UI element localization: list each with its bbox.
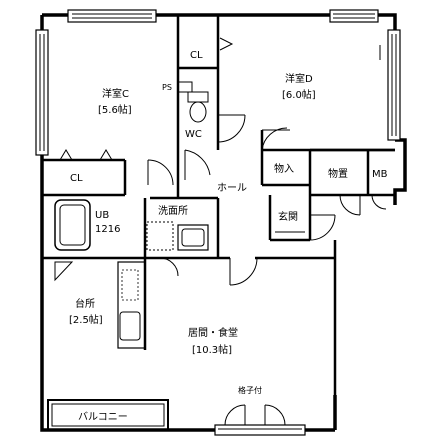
closet-markers [59, 37, 381, 161]
storage-1-label: 物入 [274, 162, 294, 175]
kitchen-size: [2.5帖] [69, 313, 103, 326]
living-size: [10.3帖] [192, 343, 232, 356]
left-window [35, 29, 49, 156]
ps-box [177, 81, 193, 93]
window-note: 格子付 [238, 385, 262, 395]
washroom-label: 洗面所 [158, 205, 188, 217]
door-swings [147, 114, 387, 426]
hall-label: ホール [217, 182, 247, 194]
closet-left-label: CL [70, 173, 83, 184]
washer-space [146, 221, 174, 251]
kitchen-counter [117, 261, 146, 349]
closet-top-label: CL [190, 50, 203, 61]
wc-label: WC [185, 129, 202, 140]
western-d-name: 洋室D [285, 72, 313, 85]
kitchen-name: 台所 [75, 297, 95, 310]
bathtub [54, 199, 91, 251]
storage-2-label: 物置 [328, 167, 348, 180]
living-name: 居間・食堂 [188, 326, 238, 339]
bottom-window [214, 424, 306, 436]
wash-basin [177, 224, 209, 251]
western-c-name: 洋室C [102, 87, 129, 100]
balcony-label: バルコニー [78, 411, 128, 423]
top-window-right [329, 9, 379, 23]
entrance-label: 玄関 [278, 210, 298, 223]
western-c-size: [5.6帖] [98, 103, 132, 116]
interior-walls [42, 15, 395, 395]
unit-bath-size: 1216 [95, 224, 120, 235]
top-window-left [67, 9, 157, 23]
mb-label: MB [372, 169, 388, 180]
unit-bath-label: UB [95, 210, 109, 221]
western-d-size: [6.0帖] [282, 88, 316, 101]
fridge-mark [54, 261, 74, 282]
ps-label: PS [162, 83, 172, 92]
balcony-outline [47, 399, 169, 431]
outer-walls [40, 13, 407, 432]
right-window [387, 29, 401, 141]
toilet-fixture [187, 91, 209, 123]
